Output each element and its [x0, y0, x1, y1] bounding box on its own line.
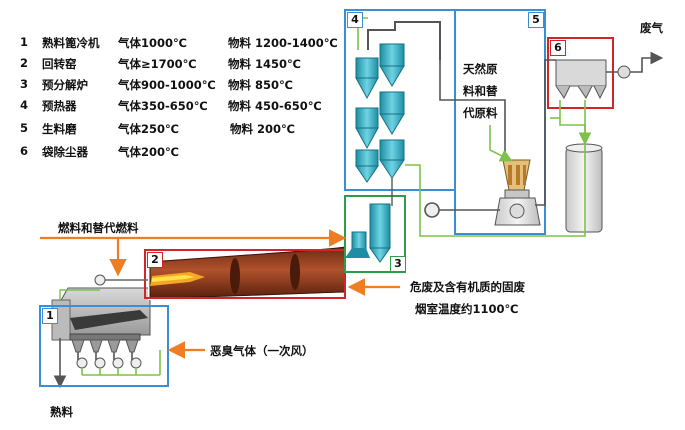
badge-1: 1 [42, 308, 58, 324]
legend-gas-temp: 气体350-650℃ [118, 99, 208, 113]
legend-number: 2 [20, 56, 29, 70]
raw-material-label: 天然原 料和替 代原料 [463, 58, 503, 124]
raw-material-line: 天然原 [463, 62, 498, 76]
box-6-outline [547, 37, 614, 109]
badge-3: 3 [390, 256, 406, 272]
chamber-temp-label: 烟室温度约1100℃ [415, 302, 519, 316]
legend-number: 4 [20, 98, 29, 112]
raw-material-line: 代原料 [463, 106, 498, 120]
legend-material-temp: 物料 850℃ [228, 78, 293, 92]
legend-number: 3 [20, 77, 29, 91]
legend-number: 1 [20, 35, 29, 49]
legend-material-temp: 物料 450-650℃ [228, 99, 322, 113]
legend-gas-temp: 气体250℃ [118, 122, 179, 136]
badge-4: 4 [347, 12, 363, 28]
legend-gas-temp: 气体1000℃ [118, 36, 187, 50]
legend-equipment: 回转窑 [42, 57, 77, 71]
box-2-outline [144, 249, 346, 299]
raw-mill [494, 159, 541, 226]
badge-6: 6 [550, 40, 566, 56]
preheater-cyclones [355, 17, 441, 206]
raw-material-line: 料和替 [463, 84, 498, 98]
legend-material-temp: 物料 1200-1400℃ [228, 36, 338, 50]
badge-2: 2 [147, 252, 163, 268]
precalciner [345, 203, 391, 263]
exhaust-label: 废气 [640, 21, 663, 35]
legend-gas-temp: 气体900-1000℃ [118, 78, 216, 92]
legend-number: 6 [20, 144, 29, 158]
fuel-label: 燃料和替代燃料 [58, 221, 139, 235]
stack-silo [565, 143, 603, 233]
legend-gas-temp: 气体200℃ [118, 145, 179, 159]
exhaust-fan [606, 58, 660, 79]
legend-equipment: 熟料篦冷机 [42, 36, 100, 50]
legend-equipment: 预热器 [42, 99, 77, 113]
badge-5: 5 [528, 12, 544, 28]
legend-equipment: 预分解炉 [42, 78, 88, 92]
legend-material-temp: 物料 1450℃ [228, 57, 301, 71]
legend-number: 5 [20, 121, 29, 135]
hazardous-waste-label: 危废及含有机质的固废 [410, 280, 525, 294]
legend-material-temp: 物料 200℃ [230, 122, 295, 136]
odor-gas-label: 恶臭气体（一次风） [210, 344, 314, 358]
legend-equipment: 生料磨 [42, 122, 77, 136]
legend-gas-temp: 气体≥1700℃ [118, 57, 197, 71]
rotary-kiln [148, 246, 346, 300]
clinker-cooler [51, 287, 161, 389]
legend-equipment: 袋除尘器 [42, 145, 88, 159]
clinker-label: 熟料 [50, 405, 73, 419]
baghouse-filter [555, 59, 607, 100]
